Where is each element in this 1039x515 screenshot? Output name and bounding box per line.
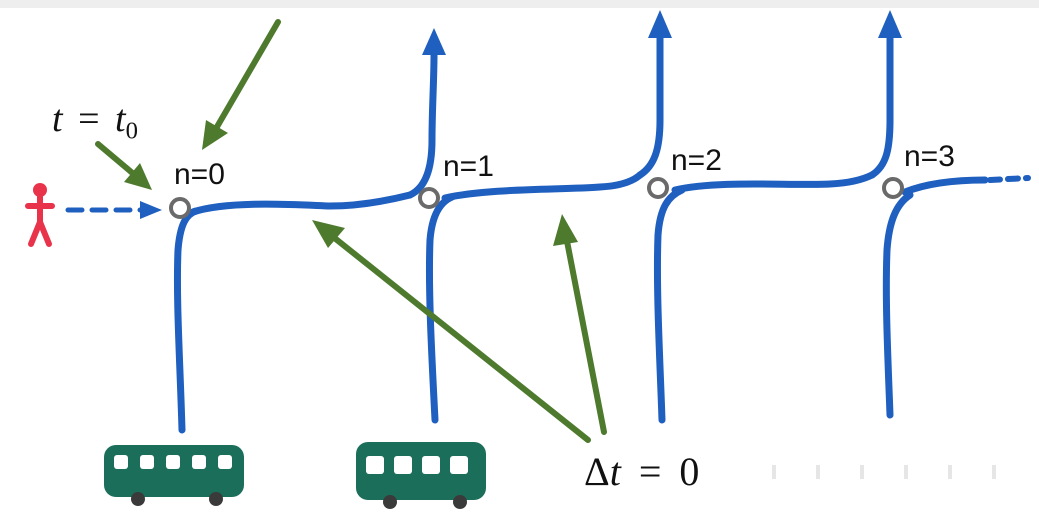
arrow-icon [202, 19, 281, 150]
stop-label-3: n=3 [904, 140, 955, 173]
arrow-icon [312, 220, 591, 443]
bus-icon [356, 442, 486, 509]
walk-arrowhead [140, 201, 162, 219]
out-arrowhead-2 [648, 10, 672, 38]
arrow-icon [553, 214, 607, 435]
out-line-2 [636, 34, 664, 179]
route-segment-1 [441, 171, 644, 202]
stop-node-icon [169, 197, 191, 219]
route-segment-2 [671, 171, 876, 194]
bus-line-0 [173, 207, 200, 434]
delta-t-label: Δt = 0 [584, 449, 700, 494]
out-arrowhead-3 [878, 10, 902, 38]
route-segment-3 [901, 176, 989, 196]
stop-label-2: n=2 [671, 144, 722, 177]
stop-node-icon [647, 177, 669, 199]
out-line-1 [406, 51, 438, 199]
out-line-3 [868, 34, 894, 179]
bus-line-2 [653, 186, 686, 424]
top-band [0, 0, 1039, 8]
stop-node-icon [418, 187, 440, 209]
out-arrowhead-1 [422, 28, 446, 55]
bus-line-3 [882, 191, 914, 419]
bus-line-1 [425, 193, 456, 424]
start-time-label: t = t0 [52, 98, 138, 145]
bus-icon [104, 445, 244, 506]
stop-label-1: n=1 [443, 150, 494, 183]
route-segment-0 [189, 191, 414, 216]
stop-node-icon [882, 177, 904, 199]
stop-label-0: n=0 [174, 158, 225, 191]
arrow-icon [95, 141, 152, 190]
route-continuation [987, 175, 1031, 183]
person-icon [25, 183, 55, 247]
